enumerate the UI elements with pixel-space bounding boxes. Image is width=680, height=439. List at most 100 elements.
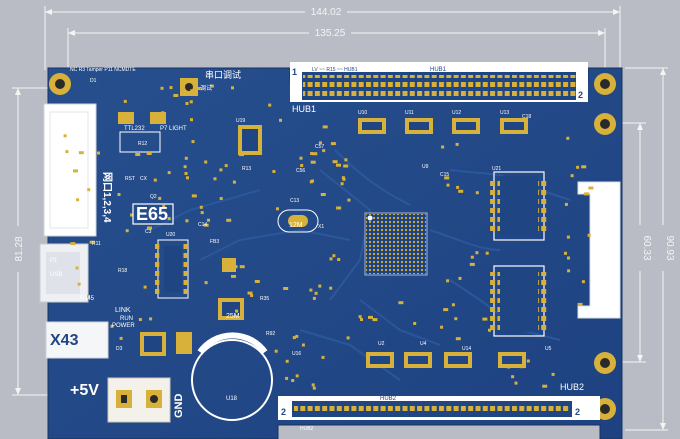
solder-pad	[190, 118, 193, 122]
u9-label: U9	[422, 164, 429, 170]
u12-label: U12	[452, 110, 461, 116]
solder-pad	[358, 315, 362, 319]
rj45-connector	[43, 103, 97, 237]
solder-pad	[219, 197, 223, 200]
solder-pad	[125, 229, 129, 233]
solder-pad	[250, 294, 254, 297]
solder-pad	[186, 176, 189, 180]
dim-right-inner-height: 60.33	[641, 235, 652, 260]
solder-pad	[185, 219, 189, 223]
solder-pad	[332, 254, 336, 258]
power-label: +5V	[70, 382, 99, 399]
solder-pad	[570, 174, 574, 178]
solder-pad	[146, 152, 152, 155]
solder-pad	[320, 193, 326, 196]
hub2-pin2: 2	[281, 407, 286, 417]
solder-pad	[372, 318, 378, 322]
solder-pad	[542, 384, 548, 388]
solder-pad	[344, 158, 348, 162]
solder-pad	[213, 177, 217, 181]
solder-pad	[184, 172, 188, 175]
r13-label: R13	[242, 166, 251, 172]
debug-label: 调试	[200, 84, 212, 92]
solder-pad	[329, 257, 333, 261]
solder-pad	[454, 317, 458, 321]
solder-pad	[340, 182, 344, 186]
capacitor-outline	[191, 332, 273, 421]
c14-label: C14	[198, 222, 207, 228]
solder-pad	[318, 284, 322, 288]
solder-pad	[183, 165, 187, 169]
solder-pad	[511, 375, 515, 379]
solder-pad	[199, 205, 203, 209]
solder-pad	[77, 282, 81, 286]
solder-pad	[581, 165, 587, 169]
dim-hole-spacing: 135.25	[315, 28, 346, 39]
solder-pad	[78, 151, 84, 155]
solder-pad	[247, 291, 253, 295]
solder-pad	[254, 280, 260, 283]
solder-pad	[440, 325, 444, 329]
c13-label: C13	[290, 198, 299, 204]
hub2-label: HUB2	[560, 382, 584, 392]
solder-pad	[197, 87, 201, 90]
serial-debug-label: 串口调试	[205, 69, 241, 80]
solder-pad	[455, 337, 461, 341]
solder-pad	[301, 343, 305, 347]
solder-pad	[475, 251, 479, 255]
bottom-header-silk: HUB2	[300, 426, 314, 432]
solder-pad	[167, 217, 171, 221]
solder-pad	[576, 165, 580, 169]
link-led-label: LINK	[115, 307, 131, 314]
solder-pad	[567, 269, 571, 273]
solder-pad	[413, 322, 417, 325]
r11-label: R11	[92, 241, 101, 247]
solder-pad	[204, 160, 208, 164]
light-label: P7 LIGHT	[160, 126, 187, 132]
solder-pad	[342, 177, 346, 181]
solder-pad	[234, 315, 237, 319]
mounting-hole-mid-right	[594, 113, 616, 135]
d3-label: D3	[116, 346, 123, 352]
r12-label: R12	[138, 141, 147, 147]
solder-pad	[63, 134, 67, 138]
solder-pad	[321, 355, 325, 359]
u4-label: U4	[420, 341, 427, 347]
model-label: E65	[136, 204, 168, 224]
solder-pad	[232, 180, 236, 184]
p1-label: P1	[50, 258, 58, 264]
solder-pad	[203, 223, 209, 227]
solder-pad	[567, 256, 570, 260]
solder-pad	[295, 374, 299, 378]
crystal-25m-label: 25M	[226, 313, 240, 320]
u14-label: U14	[462, 346, 471, 352]
solder-pad	[456, 185, 460, 189]
solder-pad	[130, 213, 133, 217]
c18-label: C18	[522, 114, 531, 120]
u11-label: U11	[405, 110, 414, 116]
solder-pad	[204, 281, 208, 285]
solder-pad	[161, 111, 165, 115]
hub2-title: HUB2	[380, 396, 397, 402]
solder-pad	[455, 142, 459, 146]
hub2-pin1: 2	[575, 407, 580, 417]
solder-pad	[268, 103, 272, 107]
small-ic-group	[118, 78, 319, 356]
usb-label: USB	[50, 272, 62, 278]
r18-label: R18	[118, 268, 127, 274]
solder-pad	[551, 372, 555, 376]
solder-pad	[564, 202, 568, 206]
c56-label: C56	[296, 168, 305, 174]
solder-pad	[169, 86, 173, 90]
solder-pad	[87, 295, 90, 298]
solder-pad	[184, 156, 188, 160]
solder-pad	[239, 153, 244, 157]
solder-pad	[488, 328, 491, 332]
solder-pad	[160, 86, 164, 90]
dim-right-outer-height: 90.93	[664, 235, 675, 260]
u18-label: U18	[226, 396, 238, 402]
solder-pad	[310, 152, 314, 155]
solder-pad	[343, 164, 349, 168]
solder-pad	[514, 381, 518, 385]
